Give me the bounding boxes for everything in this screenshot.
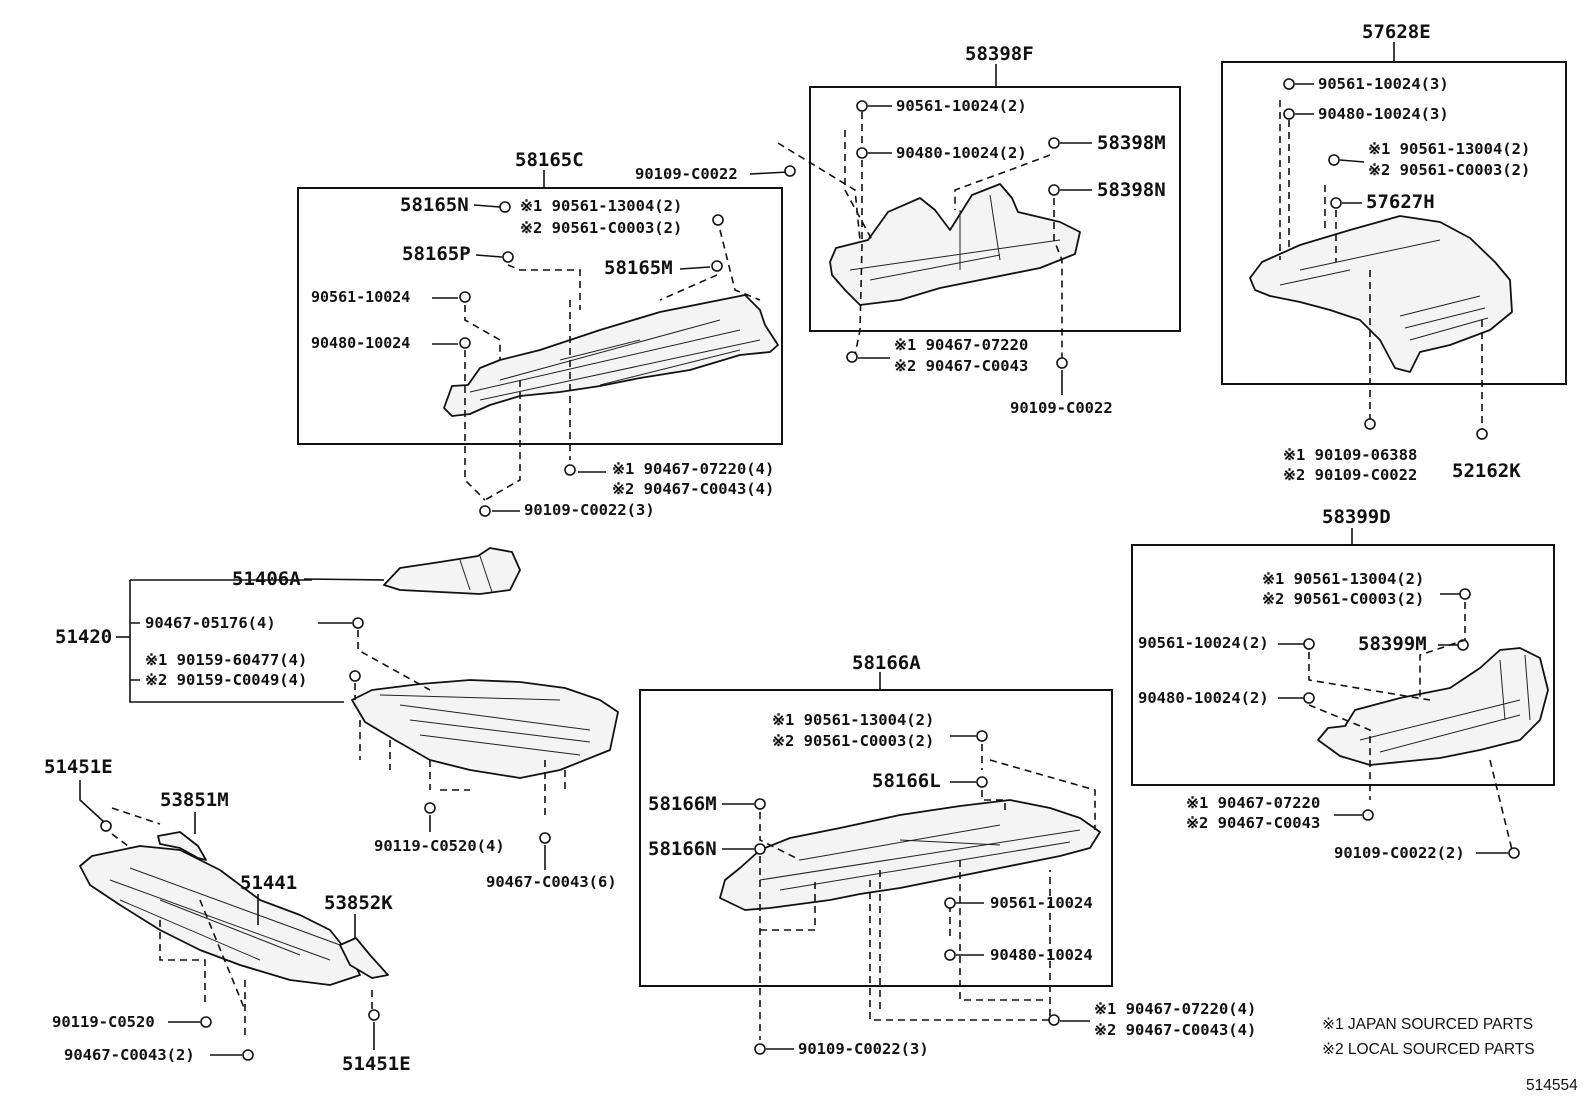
part-53851m-shape	[157, 831, 207, 861]
label-58165p: 58165P	[402, 243, 471, 265]
label-58166a-washer: 90480-10024	[990, 946, 1093, 964]
label-58165c-bolt1: ※1 90467-07220(4)	[612, 460, 774, 478]
label-58399d-washer: 90480-10024(2)	[1138, 689, 1269, 707]
group-box-58399d	[1131, 544, 1555, 786]
group-51420: 51420 51406A 90467-05176(4) ※1 90159-604…	[55, 547, 619, 891]
label-58166a-bolt2: ※2 90467-C0043(4)	[1094, 1021, 1256, 1039]
label-58398n: 58398N	[1097, 179, 1166, 201]
part-51406a-shape	[383, 547, 521, 595]
group-box-58165c	[297, 187, 783, 445]
label-58166a-nut: 90561-10024	[990, 894, 1093, 912]
label-58398f-screw-bot: 90109-C0022	[1010, 399, 1113, 417]
label-58165c-clip2: ※2 90561-C0003(2)	[520, 219, 682, 237]
label-51451e-bot: 51451E	[342, 1053, 411, 1075]
label-51451e-top: 51451E	[44, 756, 113, 778]
label-58165c-screw: 90109-C0022(3)	[524, 501, 655, 519]
label-58166a-bolt1: ※1 90467-07220(4)	[1094, 1000, 1256, 1018]
group-box-58398f	[809, 86, 1181, 332]
group-58399d: 58399D ※1 90561-13004(2) ※2 90561-C0003(…	[1131, 506, 1555, 862]
label-52162k: 52162K	[1452, 460, 1521, 482]
label-58398f-nut: 90561-10024(2)	[896, 97, 1027, 115]
label-51420-clip1: ※1 90159-60477(4)	[145, 651, 307, 669]
label-57627h: 57627H	[1366, 191, 1435, 213]
label-58399m: 58399M	[1358, 633, 1427, 655]
label-57628e-washer: 90480-10024(3)	[1318, 105, 1449, 123]
label-58165c-bolt2: ※2 90467-C0043(4)	[612, 480, 774, 498]
label-51441-screw: 90119-C0520	[52, 1013, 155, 1031]
part-58398f-shape	[829, 183, 1081, 306]
label-58165c-clip1: ※1 90561-13004(2)	[520, 197, 682, 215]
label-57628e-screw2: ※2 90109-C0022	[1283, 466, 1417, 484]
label-58398m: 58398M	[1097, 132, 1166, 154]
label-57628e-clip2: ※2 90561-C0003(2)	[1368, 161, 1530, 179]
label-53851m: 53851M	[160, 789, 229, 811]
label-51420-screw: 90119-C0520(4)	[374, 837, 505, 855]
label-58399d-nut: 90561-10024(2)	[1138, 634, 1269, 652]
label-58399d-bolt1: ※1 90467-07220	[1186, 794, 1320, 812]
label-58398f-washer: 90480-10024(2)	[896, 144, 1027, 162]
label-51406a: 51406A	[232, 568, 301, 590]
label-58166a-screw: 90109-C0022(3)	[798, 1040, 929, 1058]
label-58165n: 58165N	[400, 194, 469, 216]
title-58399d: 58399D	[1322, 506, 1391, 528]
label-51420-bolt: 90467-05176(4)	[145, 614, 276, 632]
label-58399d-clip2: ※2 90561-C0003(2)	[1262, 590, 1424, 608]
part-58165c-shape	[443, 294, 779, 417]
group-57628e: 57628E 90561-10024(3) 90480-10024(3) ※1 …	[1221, 21, 1567, 484]
part-51441-shape	[79, 845, 361, 986]
label-58165m: 58165M	[604, 257, 673, 279]
title-57628e: 57628E	[1362, 21, 1431, 43]
label-51420-clip2: ※2 90159-C0049(4)	[145, 671, 307, 689]
label-58398f-screw-top: 90109-C0022	[635, 165, 738, 183]
label-57628e-nut: 90561-10024(3)	[1318, 75, 1449, 93]
diagram-id: 514554	[1526, 1077, 1578, 1094]
label-51441: 51441	[240, 872, 297, 894]
title-58398f: 58398F	[965, 43, 1034, 65]
title-58166a: 58166A	[852, 652, 921, 674]
group-box-58166a	[639, 689, 1113, 987]
group-51441: 51451E 53851M 51441 53852K 90119-C0520 9…	[44, 756, 411, 1075]
group-58165c: 58165C 58165N ※1 90561-13004(2) ※2 90561…	[297, 149, 783, 519]
label-57628e-screw1: ※1 90109-06388	[1283, 446, 1417, 464]
label-51441-bolt: 90467-C0043(2)	[64, 1046, 195, 1064]
group-58166a: 58166A ※1 90561-13004(2) ※2 90561-C0003(…	[639, 652, 1256, 1058]
label-51420-bolt-b: 90467-C0043(6)	[486, 873, 617, 891]
label-58165c-nut: 90561-10024	[311, 288, 410, 306]
part-57628e-shape	[1249, 215, 1513, 373]
label-58398f-bolt2: ※2 90467-C0043	[894, 357, 1028, 375]
label-58166a-clip2: ※2 90561-C0003(2)	[772, 732, 934, 750]
title-58165c: 58165C	[515, 149, 584, 171]
part-53852k-shape	[339, 937, 389, 979]
label-58166n: 58166N	[648, 838, 717, 860]
label-58166m: 58166M	[648, 793, 717, 815]
label-58399d-bolt2: ※2 90467-C0043	[1186, 814, 1320, 832]
label-58165c-washer: 90480-10024	[311, 334, 410, 352]
part-58399d-shape	[1317, 647, 1549, 766]
footnote-japan: ※1 JAPAN SOURCED PARTS	[1322, 1016, 1533, 1033]
label-58398f-bolt1: ※1 90467-07220	[894, 336, 1028, 354]
title-51420: 51420	[55, 626, 112, 648]
label-58166a-clip1: ※1 90561-13004(2)	[772, 711, 934, 729]
group-58398f: 58398F 90109-C0022 90561-10024(2) 90480-…	[635, 43, 1181, 417]
label-58399d-clip1: ※1 90561-13004(2)	[1262, 570, 1424, 588]
label-57628e-clip1: ※1 90561-13004(2)	[1368, 140, 1530, 158]
label-53852k: 53852K	[324, 892, 393, 914]
label-58399d-screw: 90109-C0022(2)	[1334, 844, 1465, 862]
label-58166l: 58166L	[872, 770, 941, 792]
footnote-local: ※2 LOCAL SOURCED PARTS	[1322, 1041, 1535, 1058]
